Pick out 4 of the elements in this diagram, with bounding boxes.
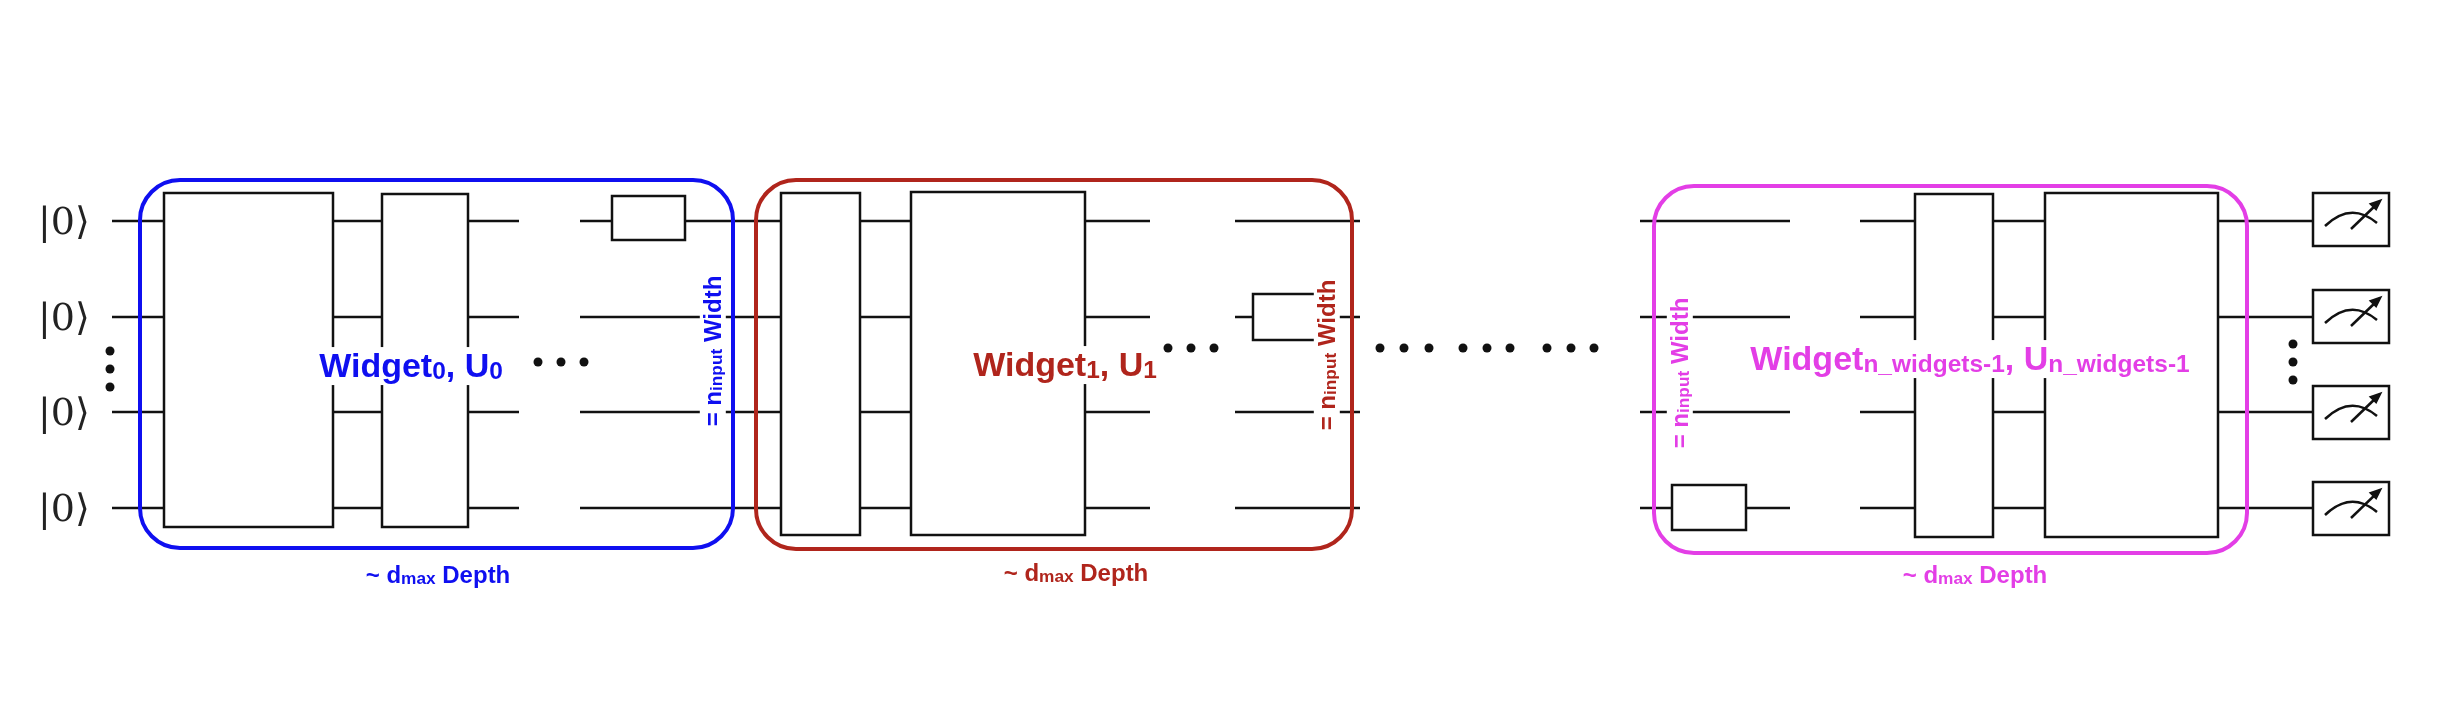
depth-label: ~ d$_{max}$ Depth [365, 561, 511, 589]
depth-label: ~ d$_{max}$ Depth [1902, 561, 2048, 589]
widget-title: Widget$_{1}$, U$_{1}$ [970, 346, 1160, 384]
depth-label: ~ d$_{max}$ Depth [1003, 559, 1149, 587]
